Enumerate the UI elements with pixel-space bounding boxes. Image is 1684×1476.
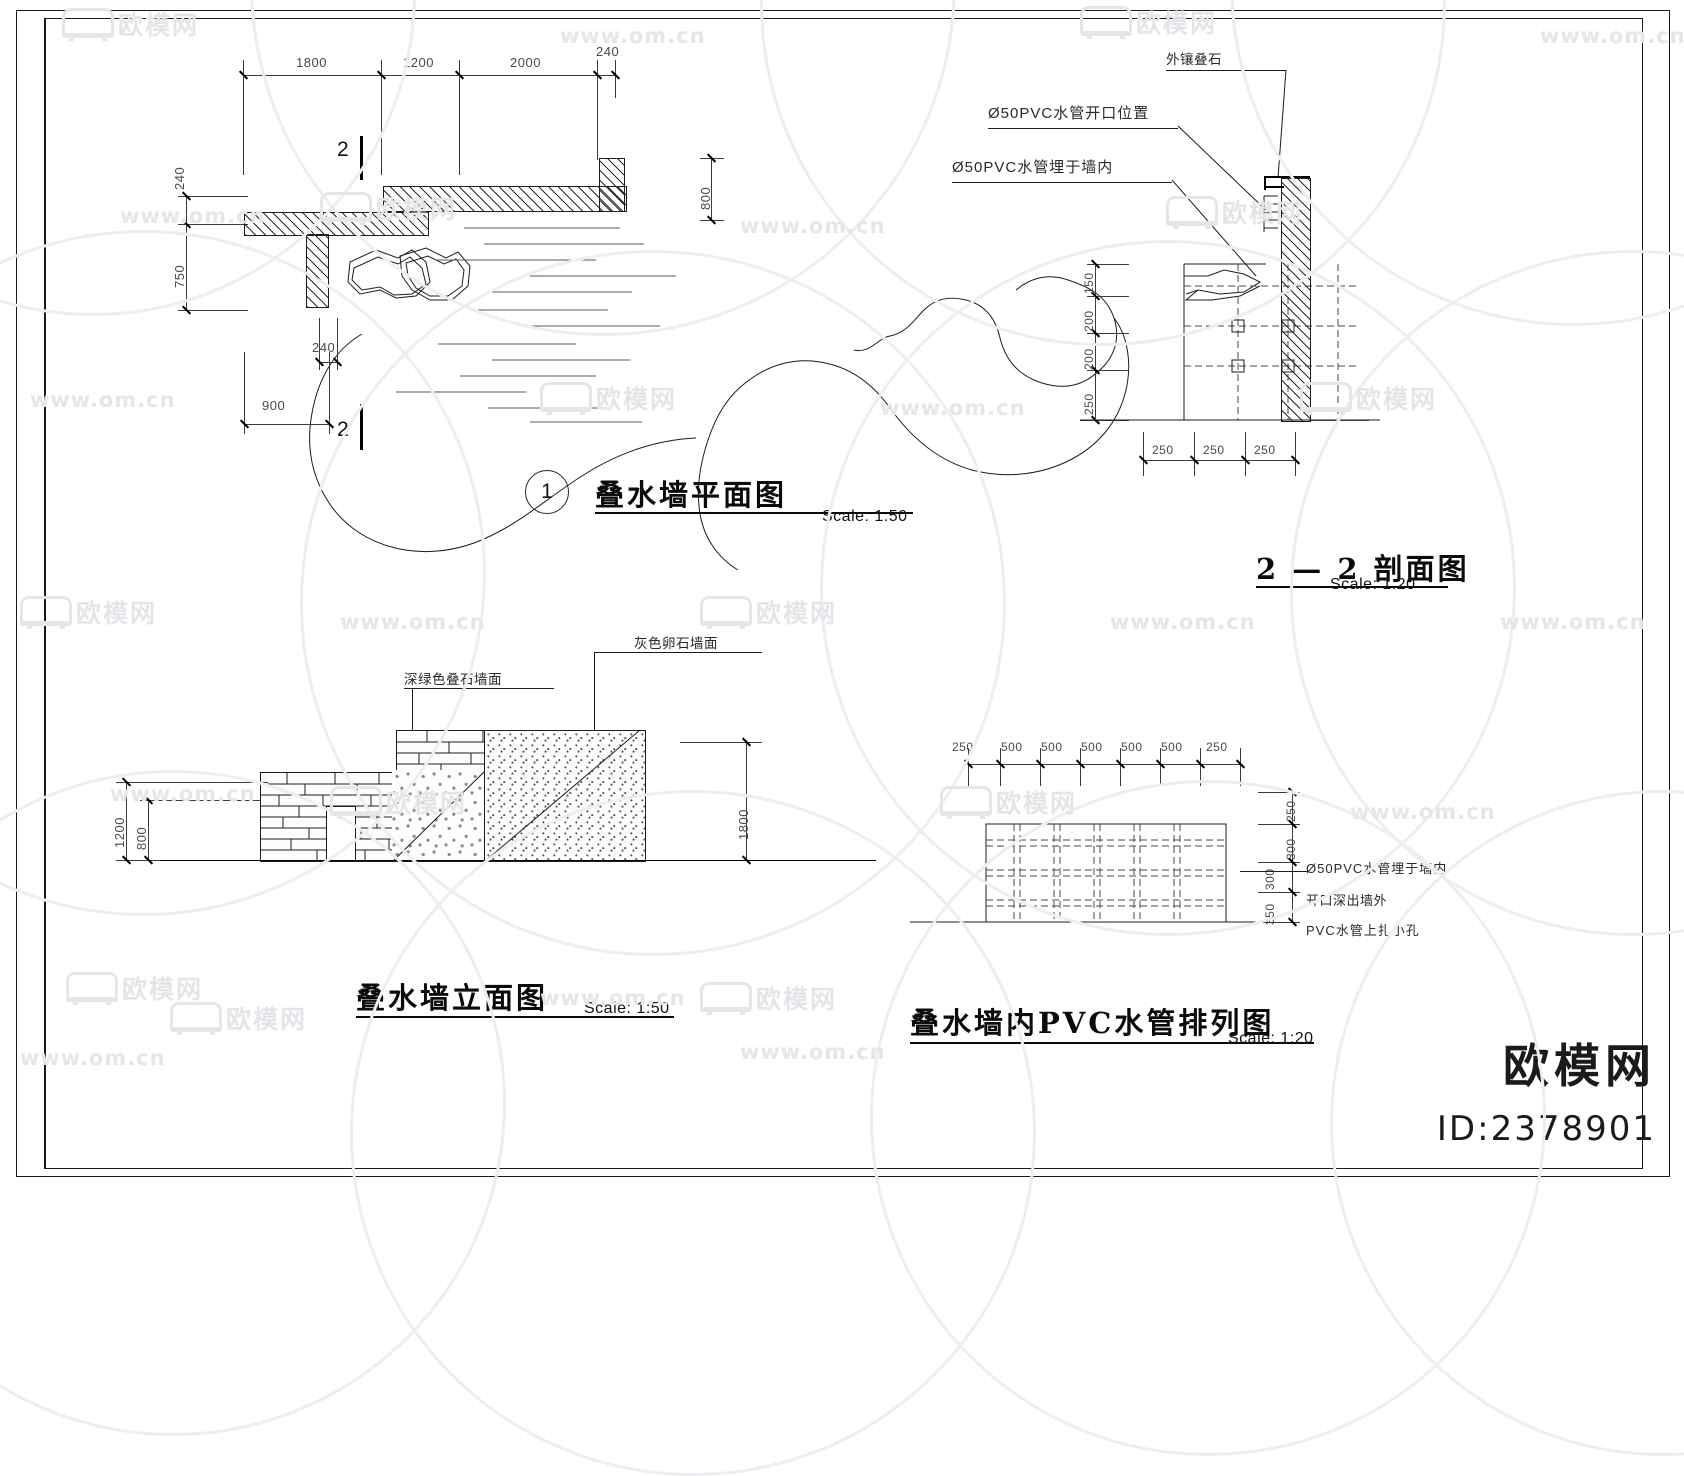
plan-view-title: 叠水墙平面图 — [595, 478, 788, 512]
plan-view-number: 1 — [525, 470, 569, 514]
elevation-leader-stem-1 — [412, 688, 413, 740]
pvc-dim-500e: 500 — [1161, 740, 1183, 754]
pvc-dim-500c: 500 — [1081, 740, 1103, 754]
section-scale-group: Scale: 1:20 — [1330, 576, 1416, 594]
section-leader-rule-2 — [988, 128, 1178, 129]
pvc-scale-group: Scale: 1:20 — [1228, 1030, 1314, 1048]
plan-dim-1200: 1200 — [403, 55, 434, 70]
pvc-dim-250-left: 250 — [952, 740, 974, 754]
plan-dim-900: 900 — [262, 398, 286, 413]
section-note-pvc-opening: Ø50PVC水管开口位置 — [988, 105, 1150, 122]
elevation-view-title-group: 叠水墙立面图 — [356, 975, 548, 1017]
section-dim-250v: 250 — [1082, 393, 1096, 415]
pvc-grid-graphics — [910, 823, 1268, 923]
pvc-dim-250-right: 250 — [1206, 740, 1228, 754]
plan-dim-750: 750 — [172, 264, 187, 288]
plan-dim-240-left: 240 — [172, 166, 187, 190]
plan-dim-2000: 2000 — [510, 55, 541, 70]
elevation-niche-left — [326, 806, 356, 862]
elevation-scale-group: Scale: 1:50 — [584, 1000, 670, 1018]
elevation-leader-stem-2 — [594, 652, 595, 738]
plan-scale-group: Scale: 1:50 — [822, 508, 908, 526]
elevation-note-dark-green-stone: 深绿色叠石墙面 — [404, 672, 502, 687]
plan-dim-240-inner: 240 — [312, 340, 336, 355]
plan-view-scale: Scale: 1:50 — [822, 508, 908, 525]
section-mark-bottom: 2 — [337, 418, 349, 441]
pvc-dim-250v: 250 — [1284, 800, 1298, 822]
elevation-leader-join-2 — [594, 652, 636, 653]
elevation-title-rule — [356, 1016, 674, 1018]
section-wall-slab — [1281, 178, 1311, 422]
plan-wall-end — [599, 158, 625, 212]
site-logo: 欧模网 — [1503, 1039, 1656, 1093]
section-mark-top: 2 — [337, 138, 349, 161]
pvc-note-opening: 开口深出墙外 — [1306, 893, 1388, 908]
section-dim-250c: 250 — [1254, 443, 1276, 457]
elevation-view-scale: Scale: 1:50 — [584, 1000, 670, 1017]
elevation-right-block — [484, 730, 646, 862]
elevation-note-gray-pebble: 灰色卵石墙面 — [634, 636, 718, 651]
pvc-dim-300a: 300 — [1284, 838, 1298, 860]
pvc-view-title: 叠水墙内PVC水管排列图 — [910, 1006, 1275, 1040]
plan-title-rule — [595, 512, 913, 514]
plan-dim-1800: 1800 — [296, 55, 327, 70]
elevation-dim-1200: 1200 — [112, 817, 127, 848]
drawing-frame-inner — [44, 18, 1643, 1169]
section-leader-rule-3 — [952, 182, 1172, 183]
pvc-dim-500a: 500 — [1001, 740, 1023, 754]
elevation-leader-rule-2 — [634, 652, 762, 653]
pvc-title-rule — [910, 1042, 1314, 1044]
plan-view-title-group: 叠水墙平面图 — [595, 472, 787, 514]
section-dim-250b: 250 — [1203, 443, 1225, 457]
pvc-view-scale: Scale: 1:20 — [1228, 1030, 1314, 1047]
pvc-dim-500d: 500 — [1121, 740, 1143, 754]
section-view-scale: Scale: 1:20 — [1330, 576, 1416, 593]
section-note-pvc-embedded: Ø50PVC水管埋于墙内 — [952, 159, 1114, 176]
section-dim-200a: 200 — [1082, 310, 1096, 332]
pvc-note-holes: PVC水管上扎小孔 — [1306, 923, 1420, 938]
pvc-leader-rule-1 — [1240, 871, 1308, 872]
section-title-rule — [1256, 586, 1448, 588]
plan-pond-graphics — [309, 227, 1130, 571]
plan-wall-upper — [383, 186, 627, 212]
pvc-note-embedded: Ø50PVC水管埋于墙内 — [1306, 861, 1448, 876]
section-dim-200b: 200 — [1082, 348, 1096, 370]
elevation-view-title: 叠水墙立面图 — [356, 981, 549, 1015]
section-bar-bottom — [360, 404, 363, 450]
section-note-stone: 外镶叠石 — [1166, 52, 1222, 67]
pvc-view-title-group: 叠水墙内PVC水管排列图 — [910, 1000, 1274, 1042]
section-bar-top — [360, 136, 363, 180]
elevation-dim-1800: 1800 — [736, 809, 751, 840]
drawing-frame-outer — [16, 10, 1670, 1177]
pvc-dim-350: 350 — [1263, 903, 1277, 925]
model-id-label: ID:2378901 — [1436, 1109, 1656, 1149]
pvc-dim-500b: 500 — [1041, 740, 1063, 754]
section-dim-150: 150 — [1082, 272, 1096, 294]
elevation-dim-800: 800 — [134, 826, 149, 850]
plan-dim-240-top: 240 — [596, 44, 620, 59]
elevation-leader-rule-1 — [404, 688, 554, 689]
section-dim-250a: 250 — [1152, 443, 1174, 457]
section-leader-rule-1 — [1166, 70, 1286, 71]
